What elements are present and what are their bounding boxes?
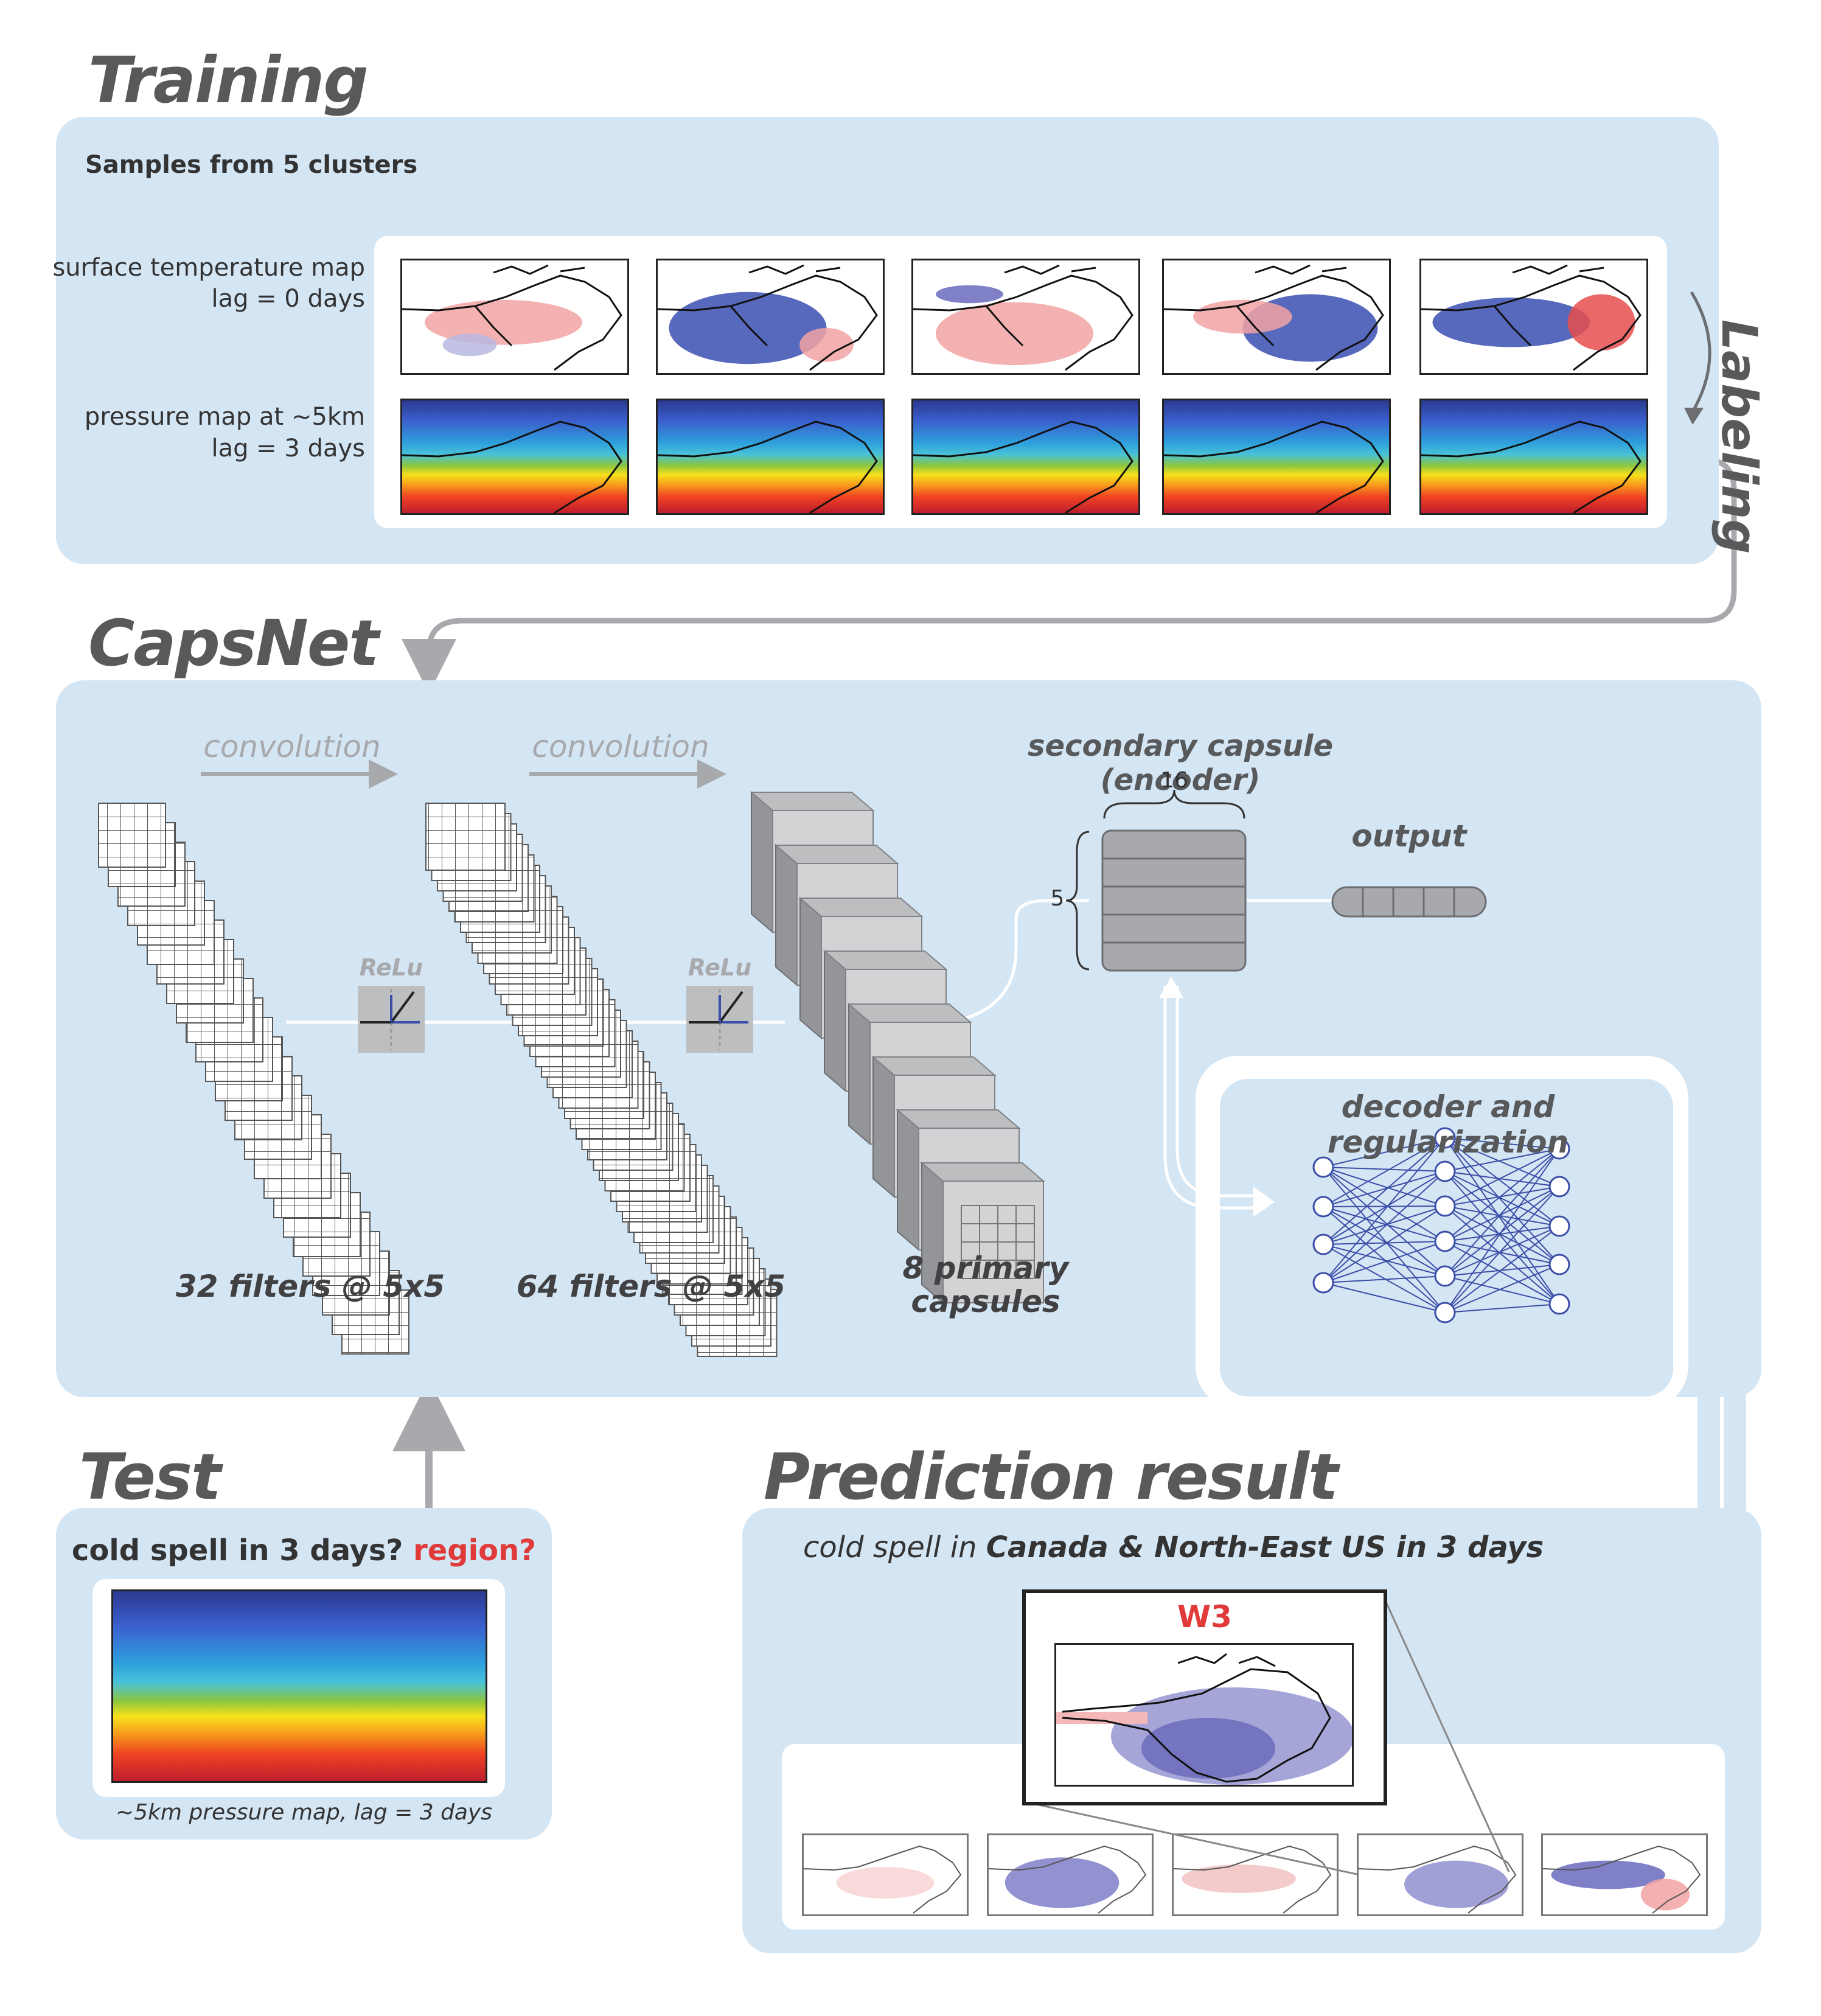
layer1-label: 32 filters @ 5x5 [175,1269,445,1304]
prediction-map [802,1833,969,1916]
prediction-result-prefix: cold spell in [803,1530,977,1564]
training-to-capsnet-arrow [402,456,1737,694]
labeling-arrow [1684,291,1711,425]
surface-temperature-map [1162,259,1391,375]
surface-temperature-map [911,259,1140,375]
conv2-label: convolution [532,729,709,764]
primary-label-1: 8 primary [902,1250,1069,1286]
relu2-label: ReLu [688,954,752,981]
flow-line-2 [949,899,1089,1024]
relu-box-2 [686,986,753,1053]
test-question-b: region? [413,1533,537,1568]
encoder-decoder-arrow-inner [1175,986,1266,1198]
prediction-result: cold spell in Canada & North-East US in … [803,1530,1544,1564]
relu1-label: ReLu [359,954,423,981]
row1-lag: lag = 0 days [211,285,365,313]
encoder-decoder-arrow [1163,986,1266,1210]
samples-label: Samples from 5 clusters [85,151,418,179]
pressure-map [1419,399,1648,515]
primary-label-2: capsules [911,1284,1060,1319]
training-title: Training [88,43,369,117]
pressure-map [1162,399,1391,515]
pressure-map [911,399,1140,515]
relu-box-1 [358,986,425,1053]
prediction-title: Prediction result [764,1440,1339,1514]
capsule-width-label: 16 [1160,768,1188,793]
test-title: Test [79,1440,221,1514]
pressure-map [656,399,885,515]
conv-layer-64-stack [425,803,778,1357]
conv-layer-32-stack [98,803,409,1355]
surface-temperature-map [656,259,885,375]
surface-temperature-map [1419,259,1648,375]
prediction-map [987,1833,1154,1916]
highlight-label: W3 [1177,1599,1232,1634]
capsule-height-label: 5 [1050,886,1065,911]
row2-label: pressure map at ~5km [84,403,365,431]
test-pressure-map [111,1589,487,1783]
layer2-label: 64 filters @ 5x5 [516,1269,786,1304]
conv1-label: convolution [203,729,381,764]
output-title: output [1351,818,1467,854]
test-question: cold spell in 3 days? region? [56,1533,552,1568]
secondary-capsule [1065,789,1247,972]
prediction-map [1172,1833,1339,1916]
prediction-map [1357,1833,1523,1916]
prediction-map [1541,1833,1708,1916]
secondary-label: secondary capsule (encoder) [1027,729,1334,797]
surface-temperature-map [400,259,629,375]
decoder-network [1312,1127,1570,1324]
row2-lag: lag = 3 days [211,434,365,462]
capsnet-title: CapsNet [88,606,379,680]
test-caption: ~5km pressure map, lag = 3 days [115,1800,493,1825]
prediction-result-bold: Canada & North-East US in 3 days [986,1530,1544,1564]
output-vector [1331,886,1487,918]
highlight-map [1054,1643,1354,1787]
primary-capsules-stack [750,790,1045,1305]
test-question-a: cold spell in 3 days? [71,1533,403,1568]
pressure-map [400,399,629,515]
row1-label: surface temperature map [52,254,365,282]
decoder-title: decoder and regularization [1327,1089,1569,1160]
